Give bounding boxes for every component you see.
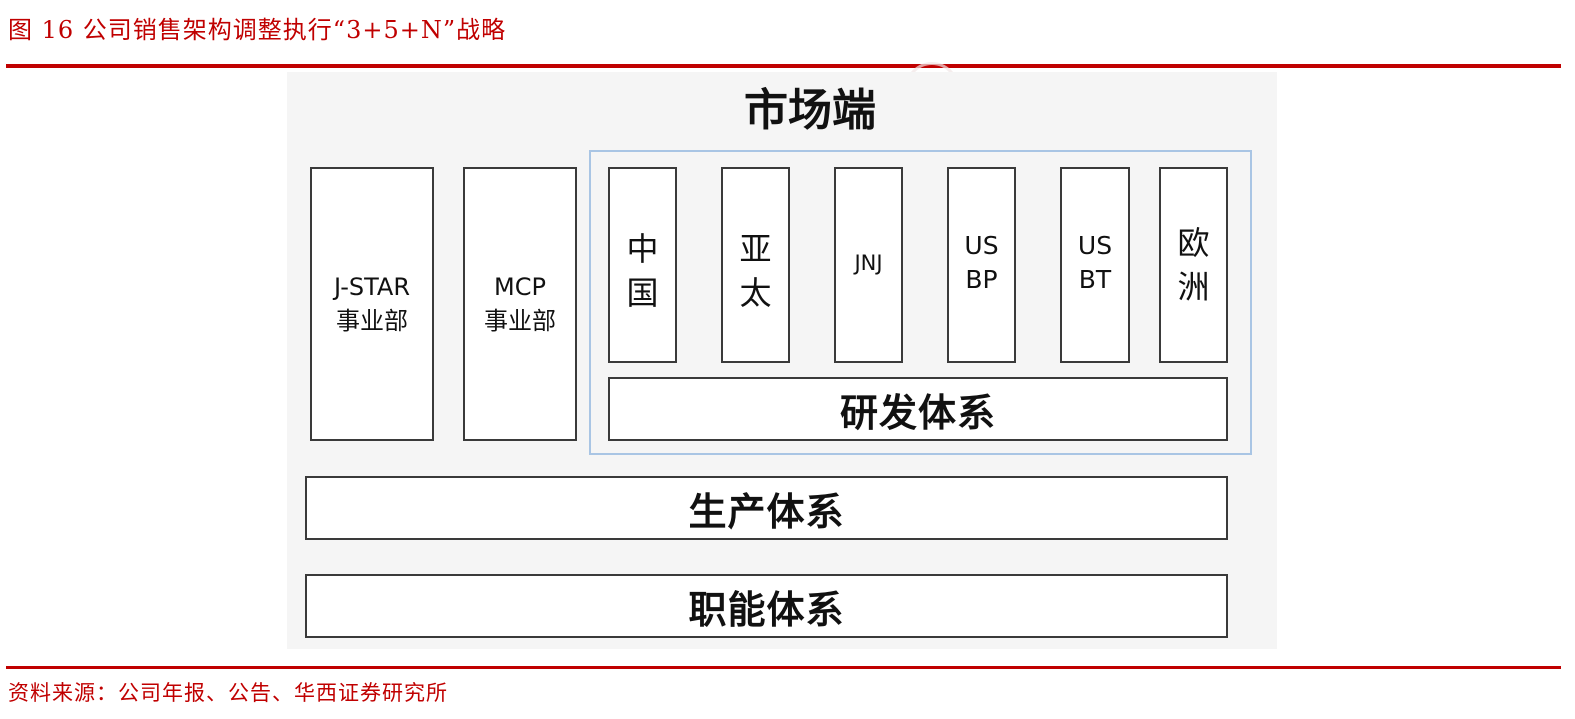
region-us-bt: US BT: [1060, 167, 1130, 363]
rd-system: 研发体系: [608, 377, 1228, 441]
region-label: JNJ: [854, 251, 883, 275]
region-label: US BT: [1077, 231, 1113, 294]
rd-system-label: 研发体系: [839, 390, 996, 435]
source-note: 资料来源：公司年报、公告、华西证券研究所: [8, 681, 448, 705]
market-heading: 市场端: [744, 85, 876, 136]
business-unit-label: J-STAR 事业部: [333, 273, 410, 335]
production-system-label: 生产体系: [688, 489, 845, 534]
functional-system-label: 职能体系: [688, 587, 845, 632]
region-label: 亚 太: [739, 230, 772, 312]
figure-title: 图 16 公司销售架构调整执行“3+5+N”战略: [8, 16, 507, 44]
region-asia-pacific: 亚 太: [721, 167, 790, 363]
market-region-group: [589, 150, 1252, 455]
region-label: 中 国: [626, 230, 659, 312]
region-china: 中 国: [608, 167, 677, 363]
region-us-bp: US BP: [947, 167, 1016, 363]
production-system: 生产体系: [305, 476, 1228, 540]
top-rule: [6, 64, 1561, 68]
business-unit-label: MCP 事业部: [484, 273, 556, 335]
region-label: US BP: [964, 231, 999, 294]
region-label: 欧 洲: [1177, 224, 1210, 306]
business-unit-jstar: J-STAR 事业部: [310, 167, 434, 441]
functional-system: 职能体系: [305, 574, 1228, 638]
bottom-rule: [6, 666, 1561, 669]
business-unit-mcp: MCP 事业部: [463, 167, 577, 441]
region-europe: 欧 洲: [1159, 167, 1228, 363]
diagram-canvas: 市场端 J-STAR 事业部 MCP 事业部 中 国 亚 太 JNJ US BP…: [287, 72, 1277, 649]
region-jnj: JNJ: [834, 167, 903, 363]
